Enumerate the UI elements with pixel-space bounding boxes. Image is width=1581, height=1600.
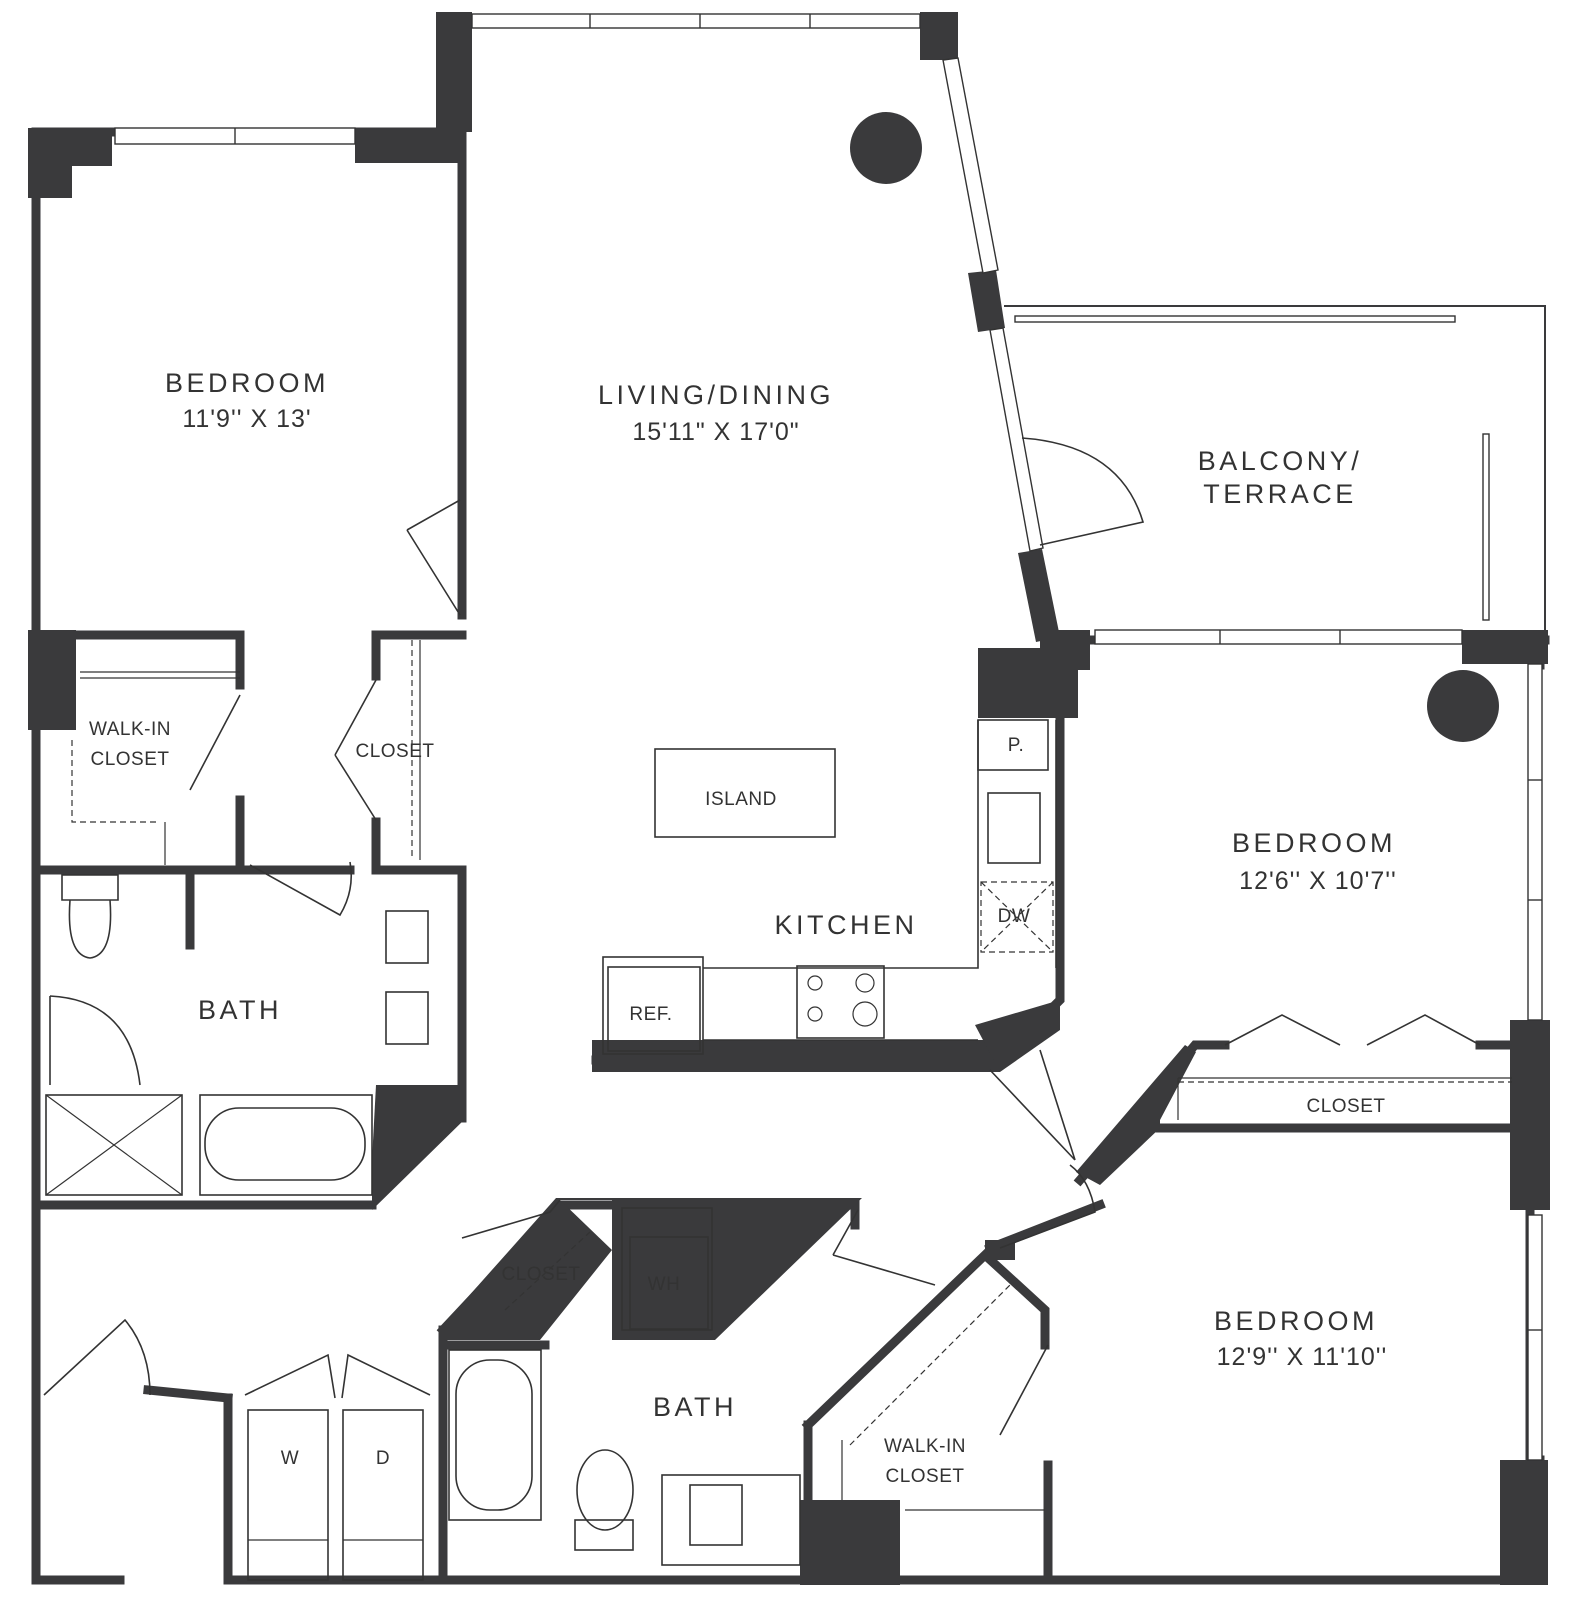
bedroom-e-dims: 12'6'' X 10'7'' (1239, 867, 1397, 895)
pantry-label: P. (1008, 735, 1025, 756)
refrigerator-label: REF. (629, 1004, 672, 1025)
wall-blocks (28, 12, 1550, 1585)
wall-kitchen-east (1003, 665, 1065, 1057)
wall-balcony-top (1004, 305, 1546, 631)
column-core (443, 1198, 862, 1340)
column-balcony-se (1462, 630, 1548, 664)
door-closet-s (461, 1199, 561, 1239)
door-laundry-1 (244, 1353, 336, 1399)
door-walkin-se (999, 1344, 1049, 1436)
door-laundry-2 (341, 1353, 431, 1399)
water-heater-label: WH (648, 1274, 681, 1295)
walkin-se-line2: CLOSET (885, 1466, 964, 1487)
door-closet-nw (334, 679, 377, 821)
door-bedroom-nw (406, 499, 461, 616)
wall-laundry (223, 1393, 1545, 1585)
column-living-ne (920, 12, 958, 60)
round-column-bedroom-e (1427, 670, 1499, 742)
closet-s-label: CLOSET (501, 1264, 580, 1285)
column-bath-s-se (800, 1500, 900, 1585)
window-living-n (471, 13, 921, 29)
balcony-rail-side (1482, 433, 1490, 621)
column-ne (355, 128, 462, 163)
column-nw-2 (28, 128, 72, 198)
living-name: LIVING/DINING (598, 380, 834, 410)
bedroom-se-name: BEDROOM (1214, 1306, 1378, 1336)
door-walkin-nw (189, 694, 241, 791)
bedroom-e-name: BEDROOM (1232, 828, 1396, 858)
column-walkin-nw (28, 630, 76, 730)
balcony-rail-top (1014, 315, 1456, 323)
bath-s-name: BATH (653, 1392, 737, 1422)
door-closet-e-1 (1224, 1014, 1341, 1046)
living-dims: 15'11" X 17'0" (632, 418, 799, 446)
door-balcony (1021, 437, 1145, 546)
balcony-line1: BALCONY/ (1198, 446, 1363, 476)
labels: BEDROOM 11'9'' X 13' LIVING/DINING 15'11… (89, 368, 1397, 1487)
balcony-line2: TERRACE (1203, 479, 1357, 509)
column-se (1500, 1460, 1548, 1585)
door-bedroom-e (989, 1049, 1076, 1161)
door-shower (49, 995, 141, 1086)
door-bath-w (249, 861, 353, 917)
window-bedroom-e-side (1527, 663, 1543, 1021)
column-kitchen-se2 (975, 1000, 1060, 1072)
round-column-living (850, 112, 922, 184)
window-bedroom-se-side (1527, 1214, 1543, 1461)
wall-closet-row (31, 630, 245, 690)
windows (114, 13, 1543, 1461)
window-mullions (234, 14, 1542, 1331)
bedroom-nw-name: BEDROOM (165, 368, 329, 398)
window-bedroom-e (1094, 629, 1463, 645)
column-closet-e (1076, 1045, 1196, 1185)
column-kitchen-n2 (1040, 630, 1090, 670)
door-bedroom-se (999, 1164, 1096, 1249)
walkin-se-line1: WALK-IN (884, 1436, 966, 1457)
wall-hall-south (143, 1385, 233, 1403)
kitchen-name: KITCHEN (774, 910, 917, 940)
wall-bedroom-top-right (350, 127, 467, 620)
column-living-e (968, 270, 1005, 332)
fixtures (45, 640, 1512, 1581)
door-bath-s (832, 1209, 936, 1286)
closet-nw-label: CLOSET (355, 741, 434, 762)
bedroom-nw-dims: 11'9'' X 13' (182, 405, 311, 433)
column-hall-se (985, 1240, 1015, 1260)
bath-w-name: BATH (198, 995, 282, 1025)
dryer-label: D (376, 1448, 390, 1469)
washer-label: W (281, 1448, 299, 1469)
walkin-nw-line2: CLOSET (90, 749, 169, 770)
column-kitchen-se (592, 1040, 1000, 1072)
wall-closet-divider (31, 795, 245, 875)
column-bath-w (372, 1085, 466, 1210)
column-east-mid (1510, 1020, 1550, 1210)
window-living-ne (942, 57, 999, 274)
window-living-e (989, 327, 1044, 552)
dishwasher-label: DW (998, 906, 1031, 927)
bedroom-se-dims: 12'9'' X 11'10'' (1217, 1343, 1388, 1371)
wall-walkin-se (801, 1248, 1050, 1432)
island-label: ISLAND (705, 789, 777, 810)
column-living-nw (436, 12, 472, 132)
column-living-se (1018, 549, 1060, 642)
doors (43, 437, 1481, 1436)
door-closet-e-2 (1366, 1014, 1481, 1046)
door-entry (43, 1318, 151, 1396)
walkin-nw-line1: WALK-IN (89, 719, 171, 740)
closet-e-label: CLOSET (1306, 1096, 1385, 1117)
